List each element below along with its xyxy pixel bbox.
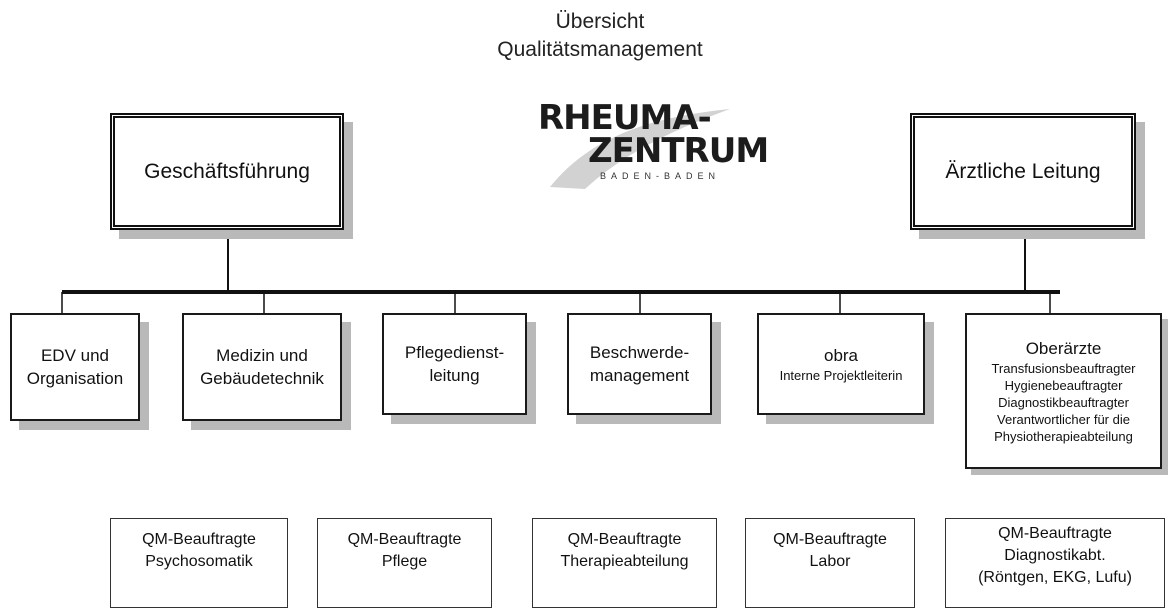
box-oberaerzte-title: Oberärzte: [1025, 339, 1102, 358]
box-medizin-gebaeudetechnik: Medizin und Gebäudetechnik: [182, 313, 342, 421]
box-qm-therapieabteilung: QM-Beauftragte Therapieabteilung: [532, 518, 717, 608]
qm-diagnostik-line-3: (Röntgen, EKG, Lufu): [978, 569, 1132, 586]
box-oberaerzte-line-3: Diagnostikbeauftragter: [998, 395, 1129, 410]
box-edv-line-1: EDV und: [40, 346, 110, 365]
box-qm-diagnostik: QM-Beauftragte Diagnostikabt. (Röntgen, …: [945, 518, 1165, 608]
box-oberaerzte-line-5: Physiotherapieabteilung: [994, 429, 1133, 444]
qm-diagnostik-line-1: QM-Beauftragte: [998, 525, 1112, 542]
qm-psychosomatik-line-1: QM-Beauftragte: [142, 531, 256, 548]
box-medizin-line-2: Gebäudetechnik: [200, 369, 324, 388]
logo-line-2: ZENTRUM: [588, 131, 769, 171]
qm-therapie-line-2: Therapieabteilung: [560, 553, 689, 570]
box-pflege-line-1: Pflegedienst-: [404, 343, 505, 362]
title-line-1: Übersicht: [555, 10, 645, 33]
qm-pflege-line-2: Pflege: [381, 553, 428, 570]
qm-diagnostik-line-2: Diagnostikabt.: [1004, 547, 1106, 564]
rheuma-zentrum-logo: RHEUMA- ZENTRUM BADEN-BADEN: [530, 97, 769, 192]
qm-therapie-line-1: QM-Beauftragte: [567, 531, 682, 548]
box-pflege-line-2: leitung: [429, 366, 480, 385]
box-pflegedienstleitung: Pflegedienst- leitung: [382, 313, 527, 415]
title-line-2: Qualitätsmanagement: [497, 38, 703, 61]
logo-swoosh-icon: [550, 109, 730, 189]
qm-pflege-line-1: QM-Beauftragte: [347, 531, 462, 548]
box-qm-labor: QM-Beauftragte Labor: [745, 518, 915, 608]
box-oberaerzte-line-4: Verantwortlicher für die: [997, 412, 1130, 427]
box-qm-pflege: QM-Beauftragte Pflege: [317, 518, 492, 608]
qm-psychosomatik-line-2: Psychosomatik: [145, 553, 253, 570]
logo-line-1: RHEUMA-: [538, 98, 712, 138]
box-beschwerdemanagement: Beschwerde- management: [567, 313, 712, 415]
box-qm-psychosomatik: QM-Beauftragte Psychosomatik: [110, 518, 288, 608]
qm-labor-line-1: QM-Beauftragte: [773, 531, 887, 548]
box-obra-line-2: Interne Projektleiterin: [779, 368, 903, 383]
qm-labor-line-2: Labor: [809, 553, 851, 570]
box-obra-line-1: obra: [823, 346, 859, 365]
box-beschwerde-line-2: management: [589, 366, 690, 385]
box-obra: obra Interne Projektleiterin: [757, 313, 925, 415]
box-oberaerzte-line-1: Transfusionsbeauftragter: [991, 361, 1136, 376]
box-aerztliche-leitung: Ärztliche Leitung: [910, 113, 1136, 230]
diagram-title: Übersicht Qualitätsmanagement: [450, 8, 750, 64]
box-medizin-line-1: Medizin und: [216, 346, 308, 365]
box-aerztliche-leitung-label: Ärztliche Leitung: [945, 160, 1101, 183]
box-oberaerzte-line-2: Hygienebeauftragter: [1004, 378, 1123, 393]
box-edv-organisation: EDV und Organisation: [10, 313, 140, 421]
box-oberaerzte: Oberärzte Transfusionsbeauftragter Hygie…: [965, 313, 1162, 469]
box-edv-line-2: Organisation: [26, 369, 124, 388]
box-geschaeftsfuehrung: Geschäftsführung: [110, 113, 344, 230]
box-beschwerde-line-1: Beschwerde-: [589, 343, 690, 362]
logo-line-3: BADEN-BADEN: [600, 171, 721, 181]
box-geschaeftsfuehrung-label: Geschäftsführung: [144, 160, 310, 183]
